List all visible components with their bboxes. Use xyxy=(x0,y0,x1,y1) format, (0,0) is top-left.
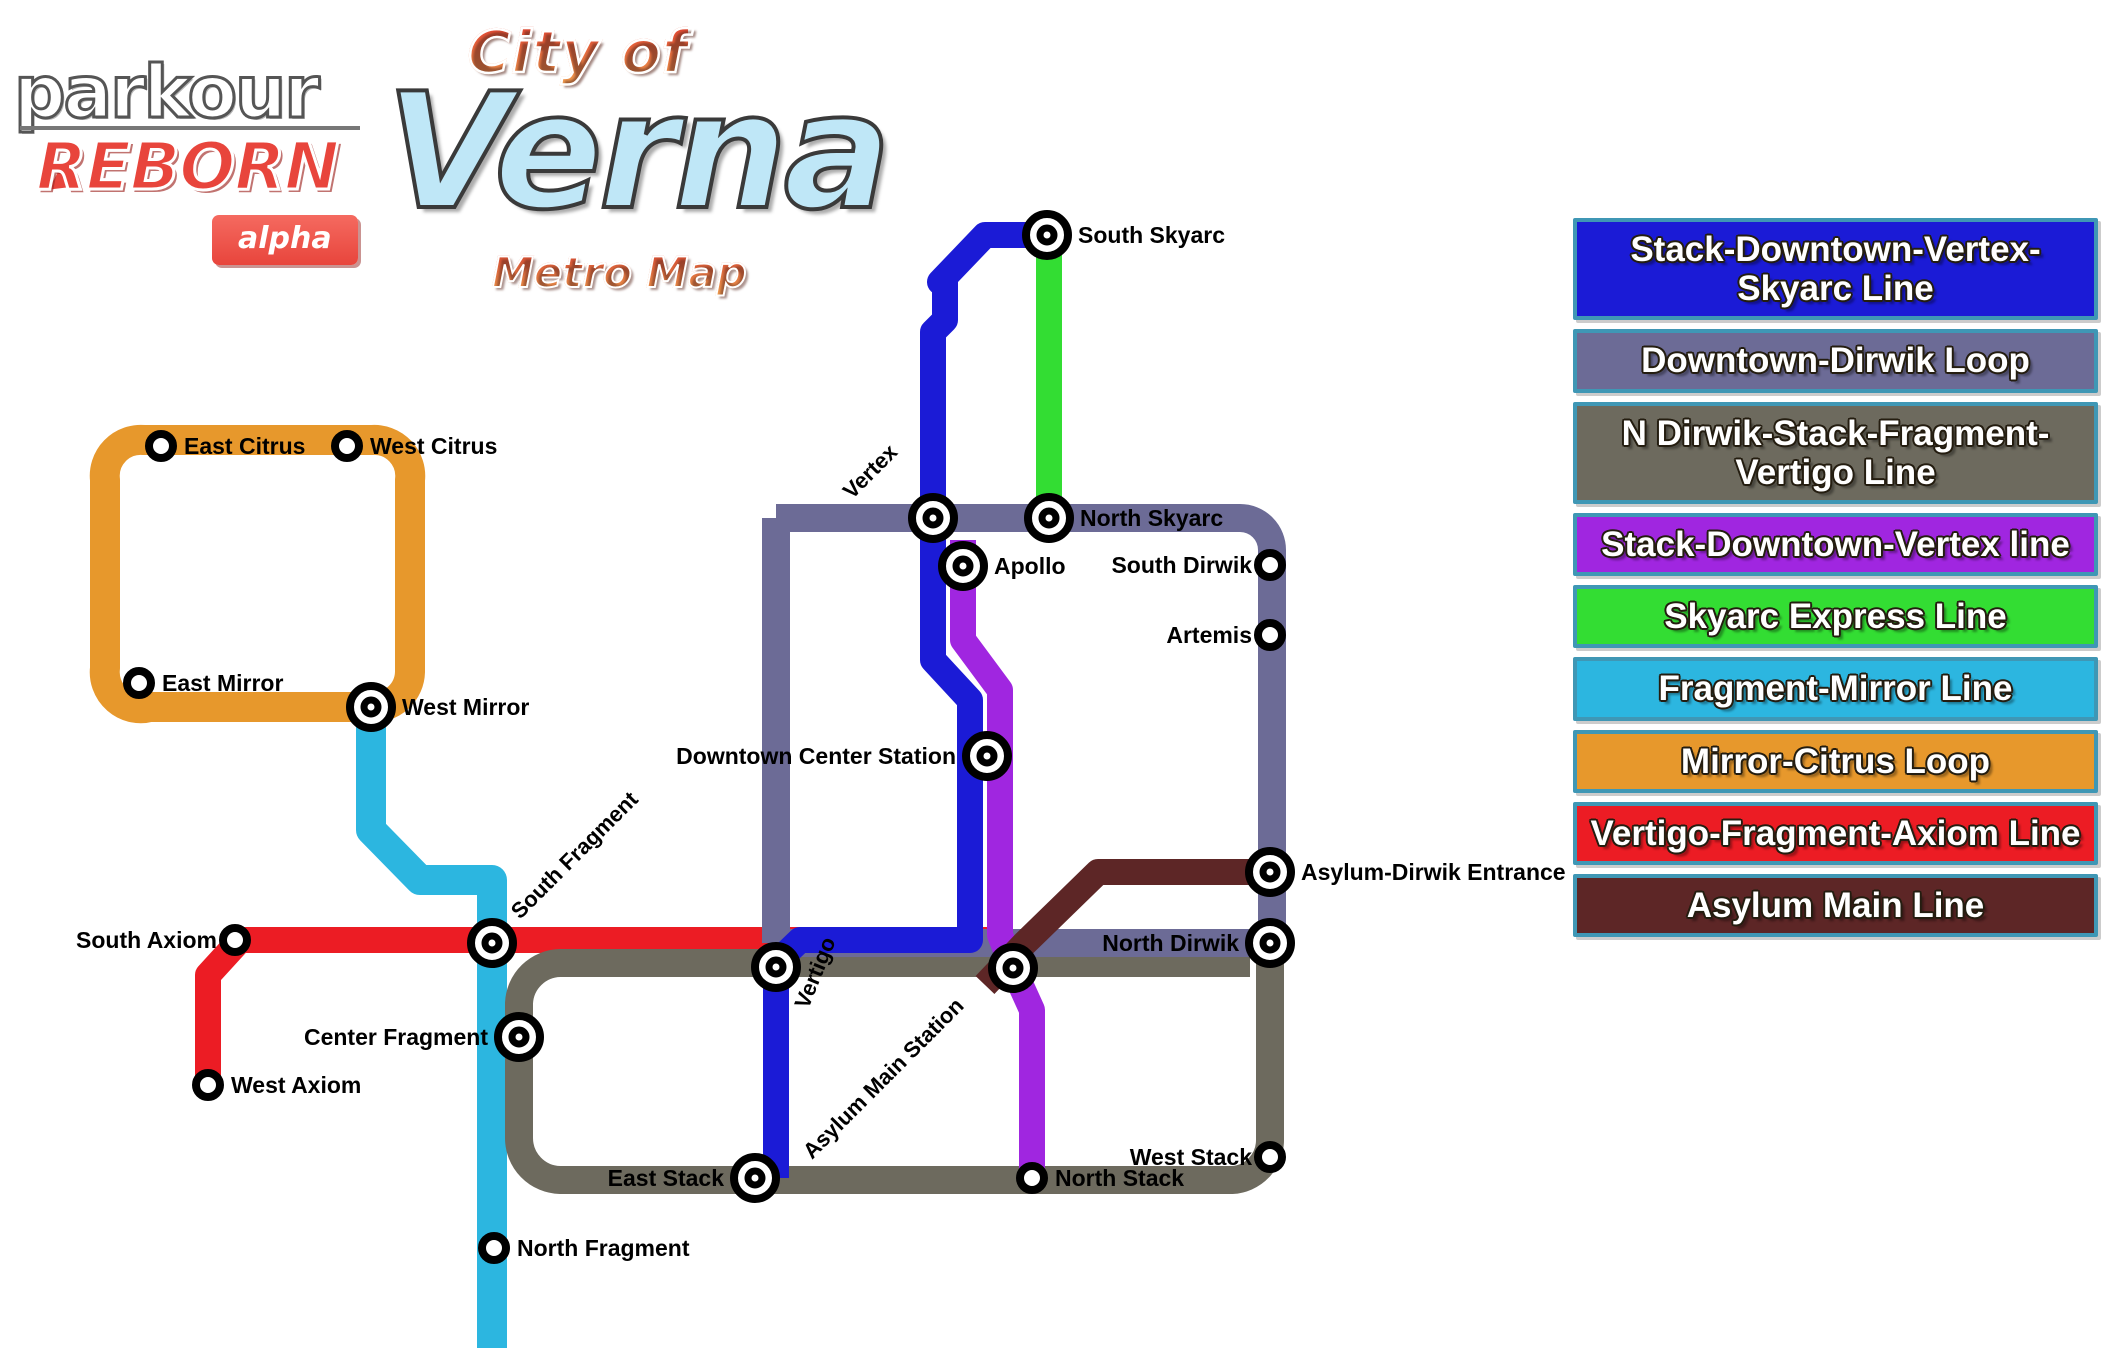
station-label-north-skyarc: North Skyarc xyxy=(1080,505,1223,531)
station-west-axiom[interactable]: West Axiom xyxy=(192,1069,361,1101)
station-label-asylum-dirwik-entrance: Asylum-Dirwik Entrance xyxy=(1301,859,1566,885)
legend-label-0: Stack-Downtown-Vertex-Skyarc Line xyxy=(1630,230,2041,309)
station-asylum-dirwik-entrance[interactable]: Asylum-Dirwik Entrance xyxy=(1245,847,1566,897)
line-stack-downtown-vertex xyxy=(950,540,1045,1180)
title-metro-map: Metro Map xyxy=(491,247,748,298)
station-label-west-mirror: West Mirror xyxy=(402,694,529,720)
station-north-stack[interactable]: North Stack xyxy=(1016,1162,1184,1194)
legend-label-2: N Dirwik-Stack-Fragment-Vertigo Line xyxy=(1621,413,2050,492)
station-south-axiom[interactable]: South Axiom xyxy=(76,924,251,956)
legend-item-0[interactable]: Stack-Downtown-Vertex-Skyarc Line xyxy=(1573,218,2098,321)
line-vertigo-fragment-axiom xyxy=(195,927,1003,1085)
legend-item-2[interactable]: N Dirwik-Stack-Fragment-Vertigo Line xyxy=(1573,401,2098,504)
station-north-dirwik[interactable]: North Dirwik xyxy=(1102,918,1295,968)
station-west-citrus[interactable]: West Citrus xyxy=(331,430,497,462)
station-east-citrus[interactable]: East Citrus xyxy=(145,430,305,462)
station-center-fragment[interactable]: Center Fragment xyxy=(304,1012,544,1062)
station-label-vertex: Vertex xyxy=(838,439,903,504)
station-label-south-axiom: South Axiom xyxy=(76,927,217,953)
station-label-north-dirwik: North Dirwik xyxy=(1102,930,1239,956)
map-legend: Stack-Downtown-Vertex-Skyarc Line Downto… xyxy=(1573,218,2098,938)
station-label-east-citrus: East Citrus xyxy=(184,433,305,459)
parkour-reborn-logo: parkour REBORN alpha xyxy=(13,40,394,265)
station-south-dirwik[interactable]: South Dirwik xyxy=(1111,549,1286,581)
station-east-mirror[interactable]: East Mirror xyxy=(123,667,283,699)
station-asylum-main-station[interactable]: Asylum Main Station xyxy=(798,943,1038,1164)
legend-label-1: Downtown-Dirwik Loop xyxy=(1641,341,2030,381)
station-west-stack[interactable]: West Stack xyxy=(1130,1141,1286,1173)
legend-item-1[interactable]: Downtown-Dirwik Loop xyxy=(1573,329,2098,393)
station-label-asylum-main-station: Asylum Main Station xyxy=(798,993,969,1164)
station-label-east-mirror: East Mirror xyxy=(162,670,283,696)
title-city-of: City of xyxy=(467,17,689,88)
line-fragment-mirror xyxy=(356,707,507,1348)
station-label-west-stack: West Stack xyxy=(1130,1144,1253,1170)
station-apollo[interactable]: Apollo xyxy=(938,541,1066,591)
logo-word-reborn: REBORN xyxy=(34,127,340,207)
station-label-south-skyarc: South Skyarc xyxy=(1078,222,1225,248)
legend-item-4[interactable]: Skyarc Express Line xyxy=(1573,585,2098,649)
station-label-center-fragment: Center Fragment xyxy=(304,1024,488,1050)
legend-label-3: Stack-Downtown-Vertex line xyxy=(1601,524,2070,564)
title-verna: Verna xyxy=(384,56,893,247)
station-label-downtown-center-station: Downtown Center Station xyxy=(676,743,956,769)
station-south-skyarc[interactable]: South Skyarc xyxy=(1022,210,1225,260)
station-label-north-fragment: North Fragment xyxy=(517,1235,690,1261)
station-downtown-center-station[interactable]: Downtown Center Station xyxy=(676,731,1012,781)
legend-label-7: Vertigo-Fragment-Axiom Line xyxy=(1590,813,2081,853)
station-label-south-fragment: South Fragment xyxy=(506,786,643,923)
station-label-south-dirwik: South Dirwik xyxy=(1111,552,1252,578)
legend-item-8[interactable]: Asylum Main Line xyxy=(1573,873,2098,938)
logo-word-parkour: parkour xyxy=(13,49,322,136)
station-label-apollo: Apollo xyxy=(994,553,1066,579)
station-east-stack[interactable]: East Stack xyxy=(608,1153,780,1203)
line-mirror-citrus-loop xyxy=(89,424,426,724)
station-label-north-stack: North Stack xyxy=(1055,1165,1184,1191)
station-label-east-stack: East Stack xyxy=(608,1165,725,1191)
station-north-fragment[interactable]: North Fragment xyxy=(478,1232,690,1264)
legend-label-8: Asylum Main Line xyxy=(1686,885,1985,925)
legend-item-3[interactable]: Stack-Downtown-Vertex line xyxy=(1573,512,2098,577)
legend-item-5[interactable]: Fragment-Mirror Line xyxy=(1573,657,2098,721)
logo-alpha-badge: alpha xyxy=(212,215,358,265)
map-title-block: City of Verna Metro Map xyxy=(380,10,940,298)
station-label-artemis: Artemis xyxy=(1166,622,1252,648)
station-label-west-citrus: West Citrus xyxy=(370,433,497,459)
station-label-west-axiom: West Axiom xyxy=(231,1072,361,1098)
station-artemis[interactable]: Artemis xyxy=(1166,619,1286,651)
station-west-mirror[interactable]: West Mirror xyxy=(346,682,529,732)
legend-label-4: Skyarc Express Line xyxy=(1664,597,2007,637)
station-vertigo[interactable]: Vertigo xyxy=(751,933,841,1012)
legend-item-6[interactable]: Mirror-Citrus Loop xyxy=(1573,729,2098,793)
legend-label-5: Fragment-Mirror Line xyxy=(1658,669,2013,709)
legend-item-7[interactable]: Vertigo-Fragment-Axiom Line xyxy=(1573,801,2098,865)
legend-label-6: Mirror-Citrus Loop xyxy=(1680,741,1991,781)
logo-divider-rule xyxy=(20,126,360,130)
station-north-skyarc[interactable]: North Skyarc xyxy=(1024,493,1223,543)
